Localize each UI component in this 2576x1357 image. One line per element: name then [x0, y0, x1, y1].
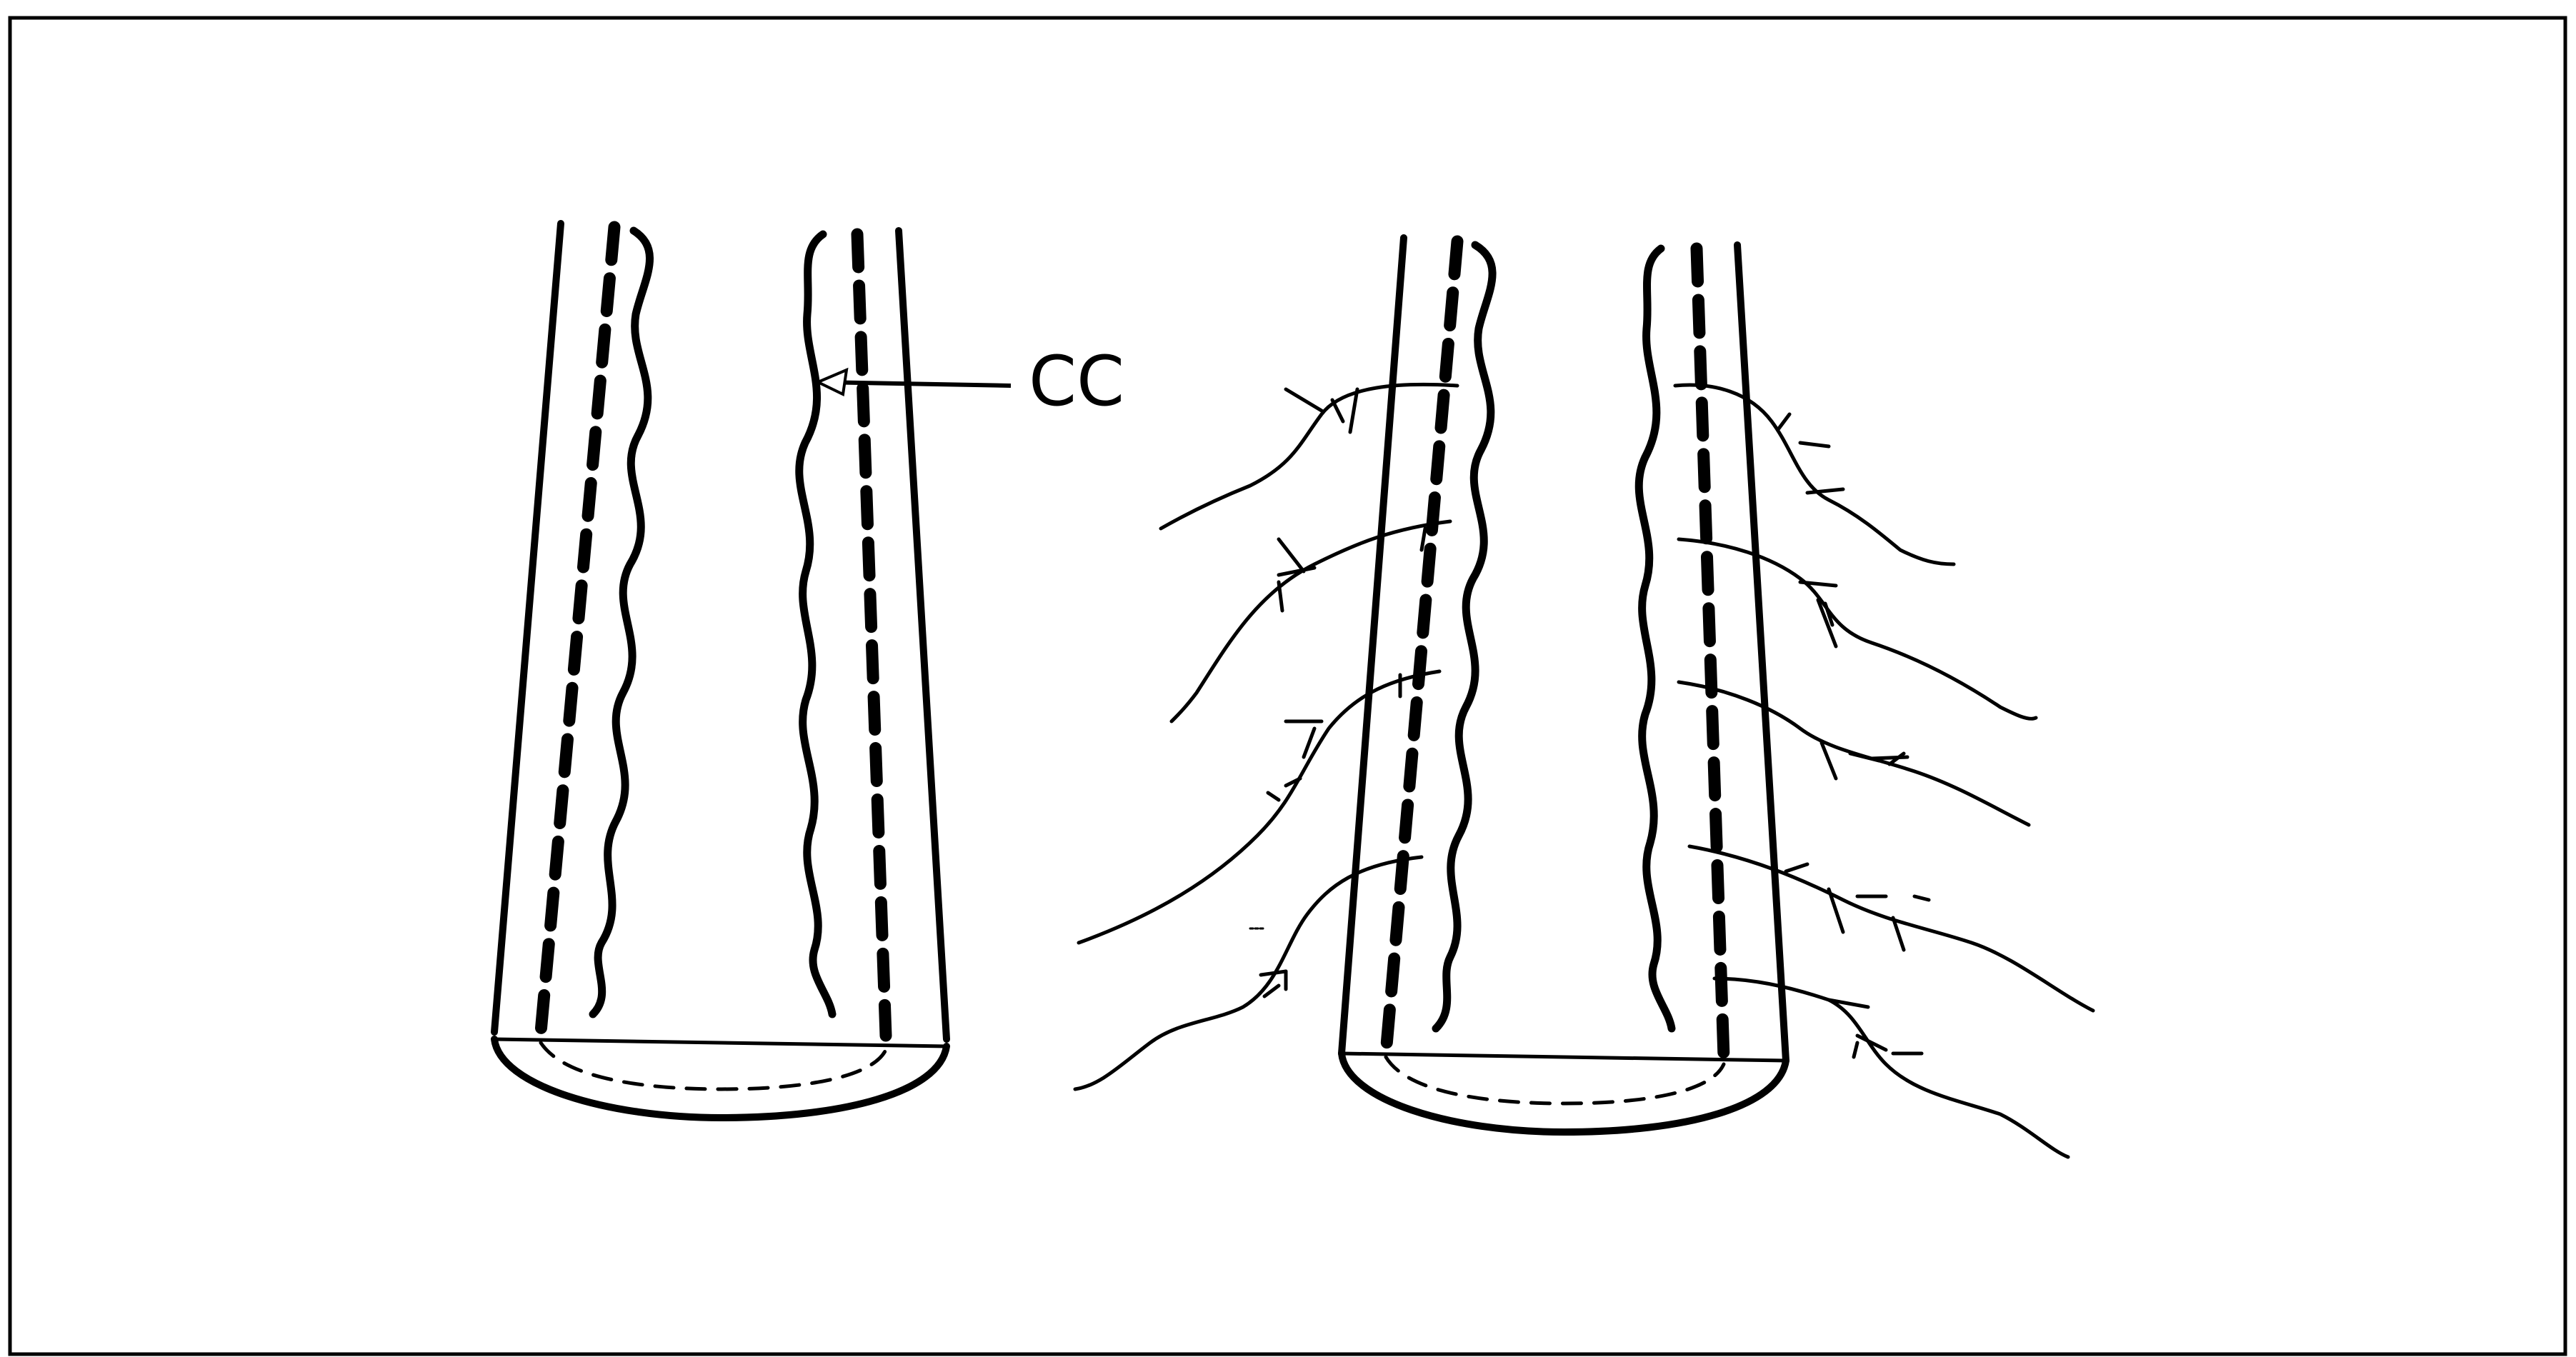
right-figure-fibers-left	[1075, 384, 1457, 1089]
fiber-right-5	[1714, 978, 2068, 1157]
right-figure-fibers-right	[1675, 385, 2093, 1157]
fiber-right-4	[1689, 846, 2093, 1011]
fiber-left-4-branch-a	[1261, 971, 1286, 975]
cc-label: CC	[1029, 341, 1124, 421]
fiber-left-3	[1079, 671, 1439, 943]
fiber-right-1-branch-a	[1800, 443, 1829, 446]
fiber-right-4-branch-e	[1914, 896, 1929, 900]
fiber-right-4-branch-a	[1786, 864, 1807, 871]
left-figure-outer-wall-right	[899, 231, 947, 1039]
fiber-right-2	[1679, 539, 2036, 718]
right-figure	[1075, 238, 2093, 1157]
right-figure-bottom-cap	[1342, 1053, 1786, 1132]
left-figure-base-line	[494, 1039, 947, 1046]
left-figure	[494, 224, 947, 1118]
fiber-left-1-branch-c	[1332, 400, 1343, 421]
fiber-right-1-branch-c	[1779, 414, 1789, 429]
right-figure-dashed-line-right	[1697, 249, 1724, 1057]
right-figure-outer-wall-right	[1737, 245, 1786, 1061]
left-figure-bottom-cap	[494, 1039, 947, 1118]
left-figure-bottom-inner-dashed	[541, 1043, 886, 1089]
fiber-right-3-branch-c	[1872, 757, 1907, 758]
fiber-left-2	[1172, 521, 1450, 721]
left-figure-dashed-line-right	[857, 234, 886, 1036]
left-figure-wavy-wall-right	[799, 234, 832, 1014]
fiber-right-1	[1675, 385, 1954, 564]
cc-arrowhead	[818, 370, 847, 394]
right-figure-bottom-inner-dashed	[1386, 1057, 1724, 1103]
right-figure-wavy-wall-right	[1639, 249, 1672, 1028]
fiber-left-3-branch-d	[1268, 793, 1279, 800]
cc-arrow-line	[822, 382, 1011, 386]
frame-border	[10, 18, 2565, 1354]
fiber-left-1-branch-a	[1286, 389, 1322, 411]
fiber-left-2-branch-b	[1279, 539, 1304, 571]
fiber-right-5-branch-d	[1854, 1043, 1857, 1057]
fiber-left-1	[1161, 384, 1457, 529]
